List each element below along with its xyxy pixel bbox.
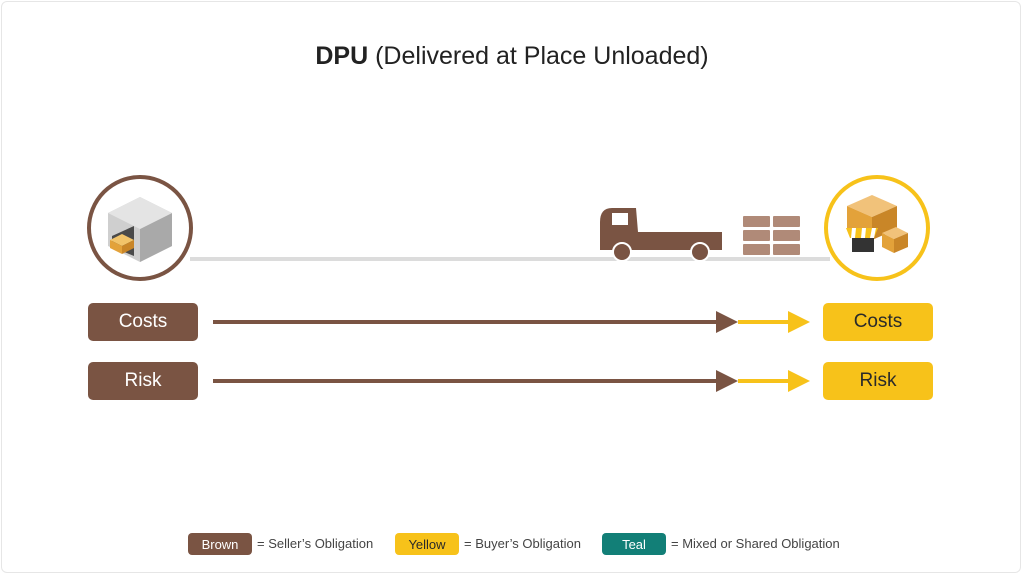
buyer-costs-label: Costs: [823, 303, 933, 341]
buyer-risk-label: Risk: [823, 362, 933, 400]
legend-swatch-yellow: Yellow: [395, 533, 459, 555]
seller-costs-label: Costs: [88, 303, 198, 341]
shop-boxes-icon: [824, 175, 930, 281]
legend-swatch-teal: Teal: [602, 533, 666, 555]
warehouse-icon: [87, 175, 193, 281]
pallet-boxes-icon: [743, 216, 800, 255]
costs-arrow: [213, 311, 810, 333]
page-title: DPU (Delivered at Place Unloaded): [0, 42, 1024, 71]
seller-risk-label: Risk: [88, 362, 198, 400]
truck-icon: [600, 208, 722, 262]
legend-text-seller: = Seller’s Obligation: [257, 536, 374, 551]
legend-swatch-brown: Brown: [188, 533, 252, 555]
legend-text-buyer: = Buyer’s Obligation: [464, 536, 581, 551]
title-description: (Delivered at Place Unloaded): [375, 42, 709, 70]
legend-text-shared: = Mixed or Shared Obligation: [671, 536, 840, 551]
risk-arrow: [213, 370, 810, 392]
title-term: DPU: [315, 42, 369, 70]
